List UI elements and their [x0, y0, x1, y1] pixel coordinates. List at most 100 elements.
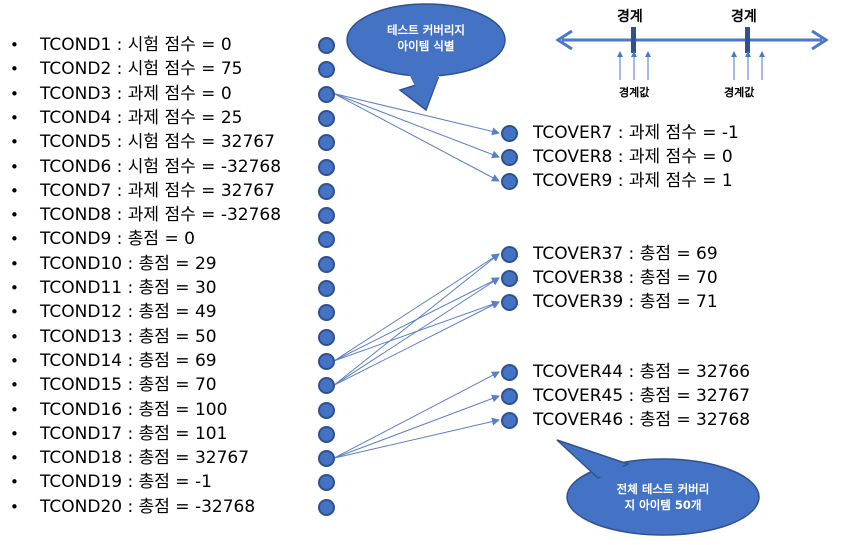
tcond-bullet: • — [10, 376, 19, 395]
tcover-node — [501, 294, 518, 311]
tcond-node — [318, 231, 335, 249]
boundary-axis — [555, 27, 829, 80]
tcond-bullet: • — [10, 157, 19, 176]
callout-bottom-line2: 지 아이템 50개 — [624, 498, 702, 512]
tcover-label: TCOVER37 : 총점 = 69 — [533, 244, 718, 264]
tcond-label: TCOND5 : 시험 점수 = 32767 — [40, 132, 275, 153]
axis-arrow-right — [811, 29, 829, 51]
tcond-bullet: • — [10, 449, 19, 468]
tcond-label: TCOND1 : 시험 점수 = 0 — [40, 35, 232, 55]
tcond-bullet: • — [10, 497, 19, 516]
tcond-node — [318, 207, 335, 225]
tcond-node — [318, 425, 335, 443]
callout-bottom — [556, 439, 760, 536]
tcond-label: TCOND11 : 총점 = 30 — [40, 278, 217, 298]
tcover-node — [501, 125, 518, 142]
boundary-mark-1 — [631, 27, 636, 53]
tcond-label: TCOND13 : 총점 = 50 — [40, 326, 217, 347]
link-line — [333, 277, 500, 386]
tcond-node — [318, 182, 335, 200]
link-line — [333, 417, 500, 459]
boundary-value-label-1: 경계값 — [619, 86, 650, 99]
tcond-bullet: • — [10, 254, 19, 273]
callout-bottom-text: 전체 테스트 커버리 지 아이템 50개 — [578, 481, 748, 513]
tcond-label: TCOND12 : 총점 = 49 — [40, 302, 217, 323]
link-line — [333, 301, 500, 386]
link-line — [333, 394, 500, 459]
tcond-label: TCOND20 : 총점 = -32768 — [40, 496, 256, 517]
tcover-label: TCOVER45 : 총점 = 32767 — [533, 386, 751, 406]
tcond-node — [318, 134, 335, 152]
callout-top-line2: 아이템 식별 — [397, 39, 455, 53]
tcond-label: TCOND2 : 시험 점수 = 75 — [40, 59, 243, 80]
tcover-node — [501, 173, 518, 190]
callout-top-tail-fill — [408, 72, 440, 108]
tcond-label: TCOND4 : 과제 점수 = 25 — [40, 107, 243, 128]
tcond-label: TCOND19 : 총점 = -1 — [40, 472, 212, 493]
tcond-bullet: • — [10, 230, 19, 249]
tcond-bullet: • — [10, 206, 19, 225]
tcond-node — [318, 498, 335, 516]
tcover-label: TCOVER44 : 총점 = 32766 — [533, 362, 751, 382]
boundary-mark-2 — [745, 27, 750, 53]
callout-bottom-tail-fill — [560, 442, 632, 480]
tcond-label: TCOND8 : 과제 점수 = -32768 — [40, 205, 282, 226]
tcond-node — [318, 109, 335, 127]
boundary-label-2: 경계 — [731, 9, 757, 25]
tcond-node — [318, 450, 335, 468]
callout-bottom-ellipse — [566, 458, 760, 536]
tcond-node — [318, 85, 335, 103]
axis-arrow-left — [555, 29, 573, 51]
tcond-node — [318, 377, 335, 395]
tcond-label: TCOND18 : 총점 = 32767 — [40, 448, 250, 469]
tcover-label: TCOVER39 : 총점 = 71 — [533, 292, 718, 312]
callout-top-line1: 테스트 커버리지 — [386, 23, 466, 37]
tcover-node — [501, 149, 518, 166]
tcover-label: TCOVER38 : 총점 = 70 — [533, 268, 718, 288]
link-line — [333, 371, 500, 459]
tcover-label: TCOVER7 : 과제 점수 = -1 — [533, 123, 739, 143]
tcond-bullet: • — [10, 181, 19, 200]
tcond-node — [318, 352, 335, 370]
boundary-value-label-2: 경계값 — [724, 86, 755, 99]
tcond-label: TCOND7 : 과제 점수 = 32767 — [40, 180, 275, 201]
tcond-node — [318, 474, 335, 492]
tcond-label: TCOND3 : 과제 점수 = 0 — [40, 83, 232, 104]
tcover-node — [501, 364, 518, 381]
tcover-node — [501, 270, 518, 287]
tcond-node — [318, 158, 335, 176]
tcond-node — [318, 328, 335, 346]
callout-top — [346, 3, 506, 112]
tcond-label: TCOND15 : 총점 = 70 — [40, 375, 217, 396]
tcond-node — [318, 37, 335, 54]
tcond-node — [318, 280, 335, 297]
tcond-label: TCOND16 : 총점 = 100 — [40, 399, 228, 420]
tcover-label: TCOVER46 : 총점 = 32768 — [533, 410, 751, 430]
tcond-label: TCOND17 : 총점 = 101 — [40, 423, 228, 444]
tcover-node — [501, 246, 518, 263]
tcond-bullet: • — [10, 36, 19, 54]
tcond-label: TCOND6 : 시험 점수 = -32768 — [40, 156, 282, 177]
tcond-node — [318, 401, 335, 419]
tcond-bullet: • — [10, 303, 19, 322]
tcond-bullet: • — [10, 473, 19, 492]
link-line — [333, 93, 500, 159]
tcond-bullet: • — [10, 133, 19, 152]
tcond-node — [318, 61, 335, 79]
tcond-bullet: • — [10, 108, 19, 127]
tcond-label: TCOND14 : 총점 = 69 — [40, 350, 217, 371]
tcond-label: TCOND10 : 총점 = 29 — [40, 253, 217, 274]
link-line — [333, 253, 500, 362]
tcover-label: TCOVER9 : 과제 점수 = 1 — [533, 171, 733, 191]
link-line — [333, 93, 500, 136]
link-line — [333, 93, 500, 182]
tcond-bullet: • — [10, 60, 19, 79]
tcond-bullet: • — [10, 351, 19, 370]
tcover-label: TCOVER8 : 과제 점수 = 0 — [533, 147, 733, 167]
tcond-label: TCOND9 : 총점 = 0 — [40, 229, 195, 250]
callout-bottom-line1: 전체 테스트 커버리 — [616, 482, 710, 496]
callout-top-text: 테스트 커버리지 아이템 식별 — [362, 22, 490, 54]
tcond-node — [318, 304, 335, 322]
